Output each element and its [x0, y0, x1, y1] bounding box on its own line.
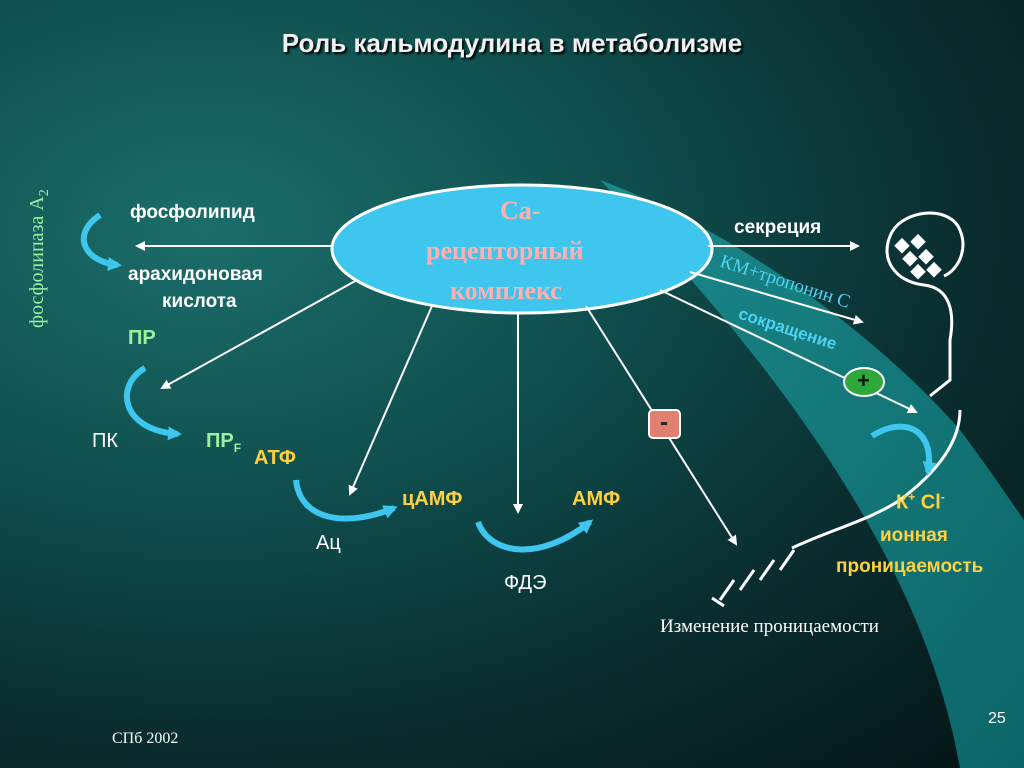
arrow-to-pr	[160, 279, 358, 389]
secretory-cell-outline	[885, 231, 954, 398]
channel-ticks	[711, 549, 796, 608]
arachidonic-label: арахидоновая	[128, 264, 263, 285]
acid-label: кислота	[162, 291, 237, 312]
ionic-label: ионная	[880, 525, 948, 546]
pk-label: ПК	[92, 430, 119, 452]
membrane-line	[791, 409, 962, 550]
curved-arrow-ac	[293, 479, 398, 522]
minus-marker	[648, 409, 681, 439]
minus-sign: -	[660, 409, 668, 436]
curved-arrow-pk	[124, 365, 182, 441]
center-text-1: Са-	[500, 196, 541, 225]
arrow-to-contraction	[689, 271, 864, 325]
atf-label: АТФ	[254, 447, 296, 469]
arrow-to-ac	[348, 305, 433, 496]
center-text-2: рецепторный	[426, 236, 584, 265]
plus-sign: +	[857, 368, 870, 393]
plus-marker	[843, 367, 885, 397]
curved-arrow-phospholipase	[80, 212, 122, 272]
k-cl-label: К+ Cl-	[896, 490, 945, 514]
secretion-label: секреция	[734, 217, 822, 238]
curved-arrow-kcl	[870, 423, 937, 476]
prf-label: ПРF	[206, 430, 242, 455]
phospholipid-label: фосфолипид	[130, 202, 255, 223]
receptor-complex-ellipse	[330, 183, 714, 315]
center-text-3: комплекс	[450, 276, 562, 305]
pr-label: ПР	[128, 327, 156, 349]
phospholipase-label: фосфолипаза А2	[26, 189, 52, 328]
camf-label: цАМФ	[402, 488, 463, 510]
curved-arrow-fde	[475, 519, 594, 553]
footer-left: СПб 2002	[112, 730, 179, 747]
page-number: 25	[988, 710, 1006, 727]
perm-change-label: Изменение проницаемости	[660, 616, 879, 637]
fde-label: ФДЭ	[504, 572, 547, 594]
ac-label: Ац	[316, 532, 341, 554]
secretory-granules	[894, 233, 942, 280]
teal-band	[600, 180, 1024, 768]
permeability-label: проницаемость	[836, 556, 984, 577]
amf-label: АМФ	[572, 488, 621, 510]
slide-title: Роль кальмодулина в метаболизме	[281, 28, 743, 58]
